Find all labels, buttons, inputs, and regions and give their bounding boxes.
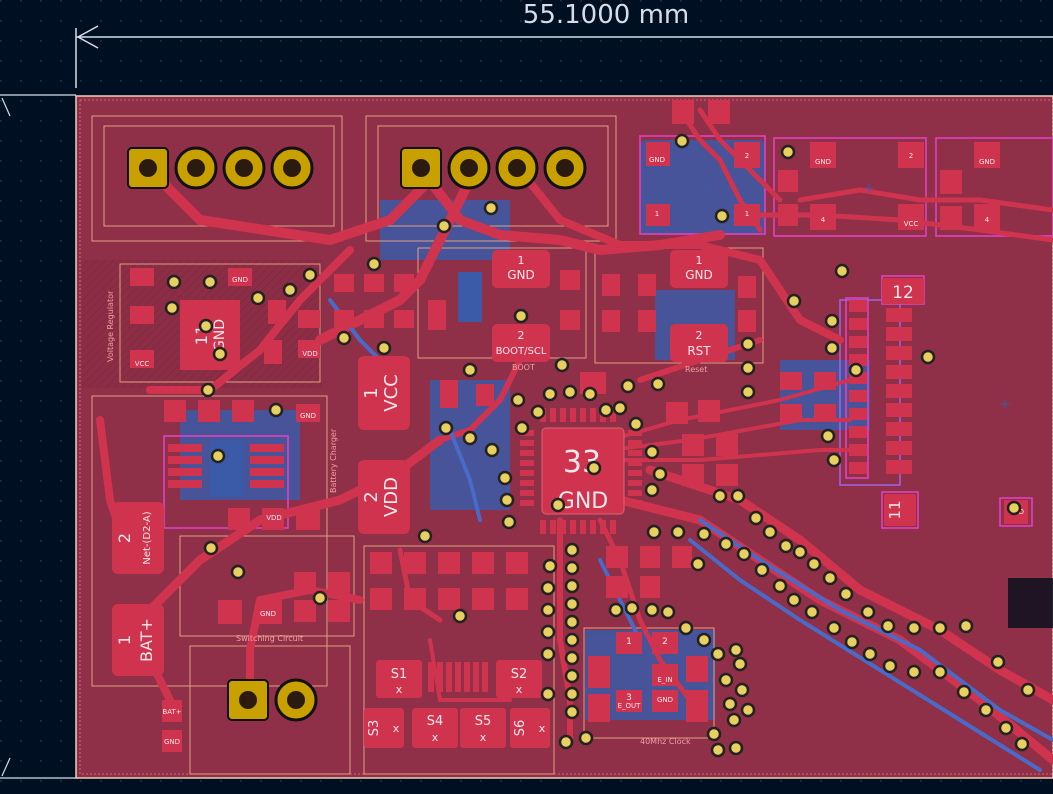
fiducial-crosses bbox=[700, 181, 1010, 409]
pad-rst-num: 2 bbox=[696, 329, 703, 342]
connector-pin-11-label: 11 bbox=[886, 500, 904, 519]
pad-vdd-label: VDD bbox=[381, 477, 402, 517]
regulator-ic[interactable]: 11 GND bbox=[180, 300, 240, 370]
connector-pin-12-label: 12 bbox=[892, 283, 914, 303]
switch-s1-label: S1 bbox=[391, 667, 408, 682]
label-reset-c2-one: 1 bbox=[745, 210, 749, 218]
switch-connector-pins bbox=[428, 662, 488, 692]
smd-components bbox=[130, 100, 1028, 752]
vias bbox=[164, 133, 1036, 758]
label-btn1-four: 4 bbox=[821, 216, 826, 224]
switch-s3-mark: x bbox=[393, 722, 400, 735]
pad-bat-plus-label: BAT+ bbox=[137, 618, 156, 662]
label-sw-gnd: GND bbox=[260, 610, 276, 618]
pad-vcc-num: 1 bbox=[361, 387, 382, 398]
label-clk-one: 1 bbox=[626, 637, 632, 647]
pad-vdd-num: 2 bbox=[361, 491, 382, 502]
pad-bat-plus[interactable]: 1 BAT+ bbox=[112, 604, 164, 676]
switch-s1[interactable]: S1 x bbox=[376, 660, 422, 698]
label-clock: 40Mhz Clock bbox=[640, 737, 691, 746]
pad-net-d2a-num: 2 bbox=[115, 533, 134, 543]
label-btn1-two: 2 bbox=[909, 152, 913, 160]
switch-s5-label: S5 bbox=[475, 714, 492, 729]
label-reset-c2-two: 2 bbox=[745, 152, 749, 160]
pad-boot-gnd[interactable]: 1 GND bbox=[492, 250, 550, 288]
switch-s4[interactable]: S4 x bbox=[412, 708, 458, 748]
connector-pin-11[interactable]: 11 bbox=[884, 494, 916, 526]
label-reset-c1-gnd: GND bbox=[649, 156, 665, 164]
regulator-pad-label: GND bbox=[212, 319, 228, 351]
label-clk-eout: E_OUT bbox=[618, 702, 642, 710]
label-reg-gnd: GND bbox=[232, 276, 248, 284]
label-chg-vdd: VDD bbox=[266, 514, 282, 522]
label-btn2-four: 4 bbox=[985, 216, 990, 224]
label-boot: BOOT bbox=[512, 363, 535, 372]
pad-boot-scl[interactable]: 2 BOOT/SCL bbox=[492, 324, 550, 362]
pad-reset-gnd-label: GND bbox=[685, 268, 713, 282]
label-switching-circuit: Switching Circuit bbox=[236, 634, 303, 643]
pin-header-mid[interactable] bbox=[400, 146, 587, 190]
label-reset-c1-one: 1 bbox=[655, 210, 659, 218]
switch-s1-mark: x bbox=[396, 683, 403, 696]
switch-s3-label: S3 bbox=[367, 720, 382, 737]
pad-reset-gnd-num: 1 bbox=[696, 254, 703, 267]
label-clk-two: 2 bbox=[662, 637, 668, 647]
pad-vdd[interactable]: 2 VDD bbox=[358, 460, 410, 534]
pad-boot-gnd-label: GND bbox=[507, 268, 535, 282]
label-btn1-gnd: GND bbox=[815, 158, 831, 166]
label-reg-vdd: VDD bbox=[302, 350, 318, 358]
label-reset: Reset bbox=[685, 365, 707, 374]
pad-boot-scl-num: 2 bbox=[518, 329, 525, 342]
pin-header-left[interactable] bbox=[127, 146, 314, 190]
switch-s5[interactable]: S5 x bbox=[460, 708, 506, 748]
pad-bat-plus-num: 1 bbox=[115, 635, 134, 645]
switch-s2-mark: x bbox=[516, 683, 523, 696]
pad-boot-scl-label: BOOT/SCL bbox=[496, 346, 547, 357]
pad-net-d2a[interactable]: 2 Net-(D2-A) bbox=[112, 502, 164, 574]
label-chg-gnd: GND bbox=[300, 412, 316, 420]
mcu-pad-label: GND bbox=[558, 489, 608, 514]
label-clk-three: 3 bbox=[626, 693, 632, 703]
switch-s3[interactable]: S3 x bbox=[364, 708, 404, 748]
pad-vcc-label: VCC bbox=[381, 374, 402, 411]
label-voltage-regulator: Voltage Regulator bbox=[106, 290, 115, 362]
battery-connector-label: BAT bbox=[245, 693, 253, 707]
switch-s5-mark: x bbox=[480, 731, 487, 744]
board-edge-inner bbox=[79, 99, 1053, 775]
battery-connector[interactable]: BAT bbox=[227, 678, 318, 722]
pad-boot-gnd-num: 1 bbox=[518, 254, 525, 267]
dimension-label: 55.1000 mm bbox=[523, 0, 689, 30]
label-reg-vcc: VCC bbox=[135, 360, 150, 368]
section-labels: Voltage Regulator Battery Charger Switch… bbox=[106, 290, 707, 746]
label-bat-gnd: GND bbox=[164, 738, 180, 746]
label-battery-charger: Battery Charger bbox=[329, 428, 338, 493]
label-btn1-vcc: VCC bbox=[904, 220, 919, 228]
pad-rst[interactable]: 2 RST bbox=[670, 324, 728, 362]
switch-s4-mark: x bbox=[432, 731, 439, 744]
pad-rst-label: RST bbox=[687, 344, 711, 358]
label-btn2-gnd: GND bbox=[979, 158, 995, 166]
charger-ic[interactable] bbox=[168, 440, 284, 496]
switch-s6[interactable]: S6 x bbox=[510, 708, 550, 748]
connector-pin-12[interactable]: 12 bbox=[882, 278, 924, 304]
switch-s6-label: S6 bbox=[513, 720, 528, 737]
label-clk-gnd: GND bbox=[657, 696, 673, 704]
switch-s2[interactable]: S2 x bbox=[496, 660, 542, 698]
switch-s6-mark: x bbox=[539, 722, 546, 735]
pad-reset-gnd[interactable]: 1 GND bbox=[670, 250, 728, 288]
switch-s2-label: S2 bbox=[511, 667, 528, 682]
pad-net-d2a-label: Net-(D2-A) bbox=[142, 511, 153, 564]
pad-vcc[interactable]: 1 VCC bbox=[358, 356, 410, 430]
connector-pins bbox=[849, 300, 912, 474]
smd-labels: GND 1 2 1 GND 4 VCC 2 GND 4 VCC GND VDD … bbox=[135, 152, 1024, 746]
label-bat-plus: BAT+ bbox=[162, 708, 181, 716]
switch-s4-label: S4 bbox=[427, 714, 444, 729]
label-clk-ein: E_IN bbox=[657, 676, 672, 684]
